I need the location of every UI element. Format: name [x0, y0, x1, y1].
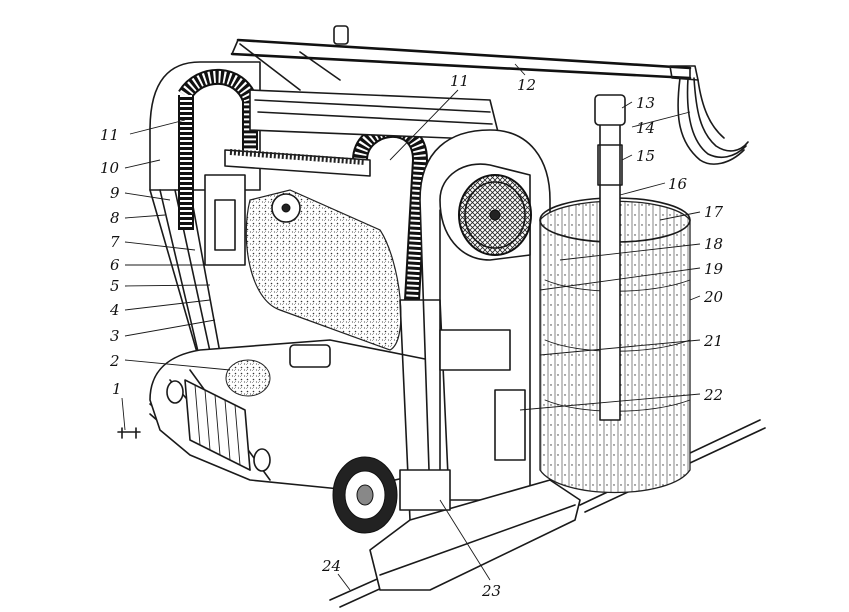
air-duct-left: [178, 68, 258, 230]
callout-19: 19: [704, 260, 724, 278]
callout-16: 16: [668, 175, 688, 193]
callout-5: 5: [110, 277, 120, 295]
callout-24: 24: [321, 557, 341, 575]
callout-4: 4: [109, 301, 120, 319]
callout-21: 21: [703, 332, 723, 350]
callout-labels: 1 2 3 4 5 6 7 8 9 10 11 11 12 13 14 15 1…: [100, 72, 724, 600]
callout-10: 10: [100, 159, 120, 177]
callout-11-left: 11: [100, 126, 119, 144]
floor-guide: [117, 427, 141, 439]
callout-14: 14: [636, 119, 655, 137]
blower-fan: [439, 163, 532, 261]
callout-9: 9: [110, 184, 120, 202]
callout-23: 23: [481, 582, 501, 600]
horizontal-brush: [245, 189, 402, 351]
callout-2: 2: [109, 352, 120, 370]
callout-8: 8: [110, 209, 120, 227]
callout-leaders: [121, 63, 701, 591]
gantry-top: [224, 89, 501, 177]
callout-15: 15: [636, 147, 655, 165]
callout-20: 20: [703, 288, 724, 306]
callout-17: 17: [704, 203, 724, 221]
callout-1: 1: [112, 380, 122, 398]
callout-3: 3: [110, 327, 120, 345]
callout-13: 13: [636, 94, 655, 112]
top-beam: [230, 25, 692, 91]
callout-12: 12: [517, 76, 536, 94]
callout-11-right: 11: [450, 72, 469, 90]
callout-22: 22: [703, 386, 723, 404]
callout-18: 18: [704, 235, 723, 253]
car-body: [149, 339, 461, 534]
hose-assembly: [669, 65, 749, 165]
vertical-brush: [539, 94, 691, 494]
callout-7: 7: [110, 233, 120, 251]
callout-6: 6: [110, 256, 120, 274]
base-carriage: [369, 389, 581, 591]
